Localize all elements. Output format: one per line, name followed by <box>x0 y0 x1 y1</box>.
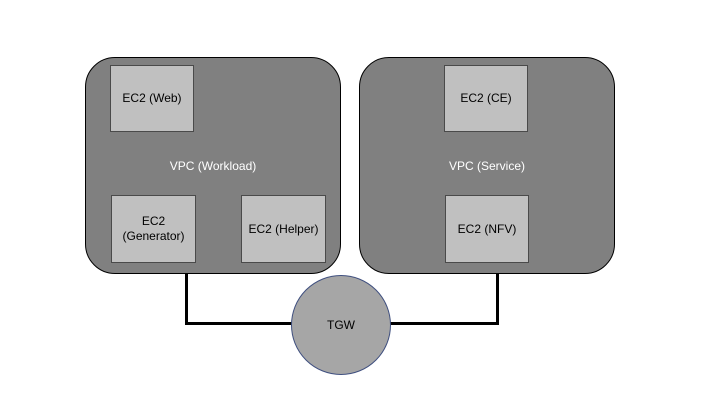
tgw-node: TGW <box>291 275 391 375</box>
service-link-horizontal <box>386 322 499 325</box>
vpc-workload: VPC (Workload) EC2 (Web) EC2 (Generator)… <box>85 57 341 274</box>
vpc-workload-label: VPC (Workload) <box>169 159 257 173</box>
ec2-web: EC2 (Web) <box>110 65 194 132</box>
workload-link-vertical <box>185 272 188 325</box>
vpc-service-label: VPC (Service) <box>448 159 525 173</box>
ec2-generator: EC2 (Generator) <box>111 195 196 263</box>
service-link-vertical <box>496 272 499 325</box>
tgw-label: TGW <box>327 318 355 332</box>
vpc-service: VPC (Service) EC2 (CE) EC2 (NFV) <box>359 57 615 274</box>
workload-link-horizontal <box>185 322 297 325</box>
ec2-helper: EC2 (Helper) <box>241 195 326 263</box>
ec2-ce: EC2 (CE) <box>444 65 528 132</box>
ec2-nfv: EC2 (NFV) <box>445 195 529 263</box>
